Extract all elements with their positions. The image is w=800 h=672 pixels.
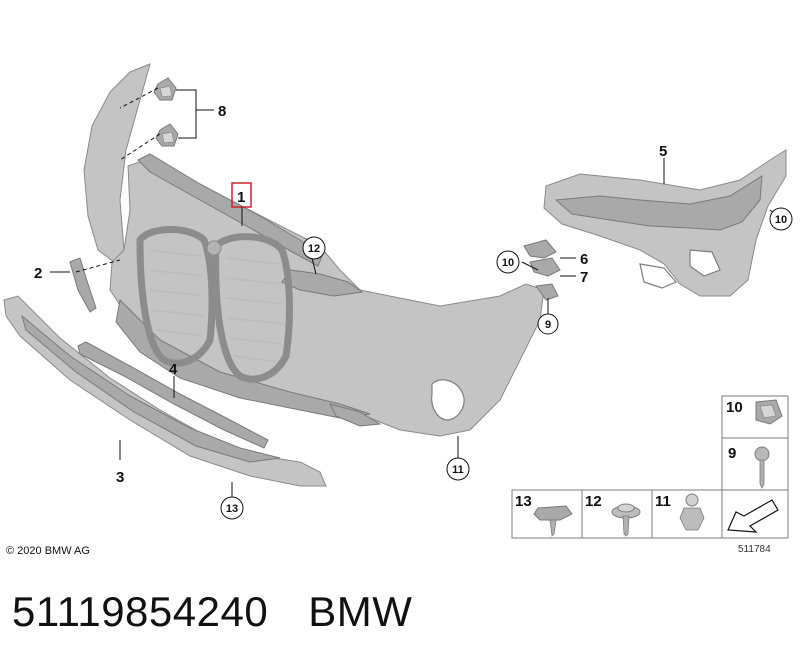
brand-name: BMW bbox=[308, 588, 413, 635]
callout-13: 13 bbox=[220, 496, 244, 520]
part-number-line: 51119854240 BMW bbox=[12, 588, 412, 636]
clip-part-8-upper bbox=[153, 77, 177, 101]
bracket-part-7 bbox=[529, 257, 561, 277]
svg-text:12: 12 bbox=[585, 493, 602, 510]
bumper-carrier-part-5 bbox=[543, 149, 787, 297]
callout-2: 2 bbox=[34, 265, 42, 282]
callout-9: 9 bbox=[537, 313, 559, 335]
svg-text:9: 9 bbox=[728, 445, 736, 462]
svg-text:13: 13 bbox=[515, 493, 532, 510]
svg-text:11: 11 bbox=[452, 464, 464, 476]
legend-box-11: 11 bbox=[651, 489, 723, 539]
copyright-text: © 2020 BMW AG bbox=[6, 545, 90, 557]
callout-3: 3 bbox=[116, 469, 124, 486]
clip-part-8-lower bbox=[155, 123, 179, 147]
callout-1: 1 bbox=[237, 189, 245, 206]
callout-10-right: 10 bbox=[769, 207, 793, 231]
front-bumper-part-1 bbox=[83, 63, 545, 437]
trim-strip-part-4 bbox=[77, 341, 269, 449]
legend-box-arrow bbox=[721, 489, 789, 539]
svg-text:10: 10 bbox=[502, 257, 514, 269]
svg-text:11: 11 bbox=[655, 493, 671, 510]
callout-8: 8 bbox=[218, 103, 226, 120]
svg-text:12: 12 bbox=[308, 243, 320, 255]
callout-10-left: 10 bbox=[496, 250, 520, 274]
callout-12: 12 bbox=[302, 236, 326, 260]
callout-7: 7 bbox=[580, 269, 588, 286]
legend-box-10: 10 bbox=[721, 395, 789, 439]
legend-box-9: 9 bbox=[721, 437, 789, 491]
bracket-part-9-area bbox=[535, 283, 559, 301]
callout-5: 5 bbox=[659, 143, 667, 160]
svg-text:10: 10 bbox=[775, 214, 787, 226]
doc-number: 511784 bbox=[738, 544, 771, 555]
callout-11: 11 bbox=[446, 457, 470, 481]
callout-6: 6 bbox=[580, 251, 588, 268]
part-number: 51119854240 bbox=[12, 588, 269, 635]
svg-text:10: 10 bbox=[726, 399, 743, 416]
side-part-2 bbox=[69, 257, 97, 313]
bracket-part-6 bbox=[523, 239, 557, 259]
svg-text:9: 9 bbox=[545, 319, 551, 331]
callout-4: 4 bbox=[169, 361, 178, 378]
legend-box-12: 12 bbox=[581, 489, 653, 539]
lower-spoiler-part-3 bbox=[3, 295, 327, 487]
legend-box-13: 13 bbox=[511, 489, 583, 539]
leader-lines bbox=[50, 87, 781, 498]
svg-text:13: 13 bbox=[226, 503, 238, 515]
